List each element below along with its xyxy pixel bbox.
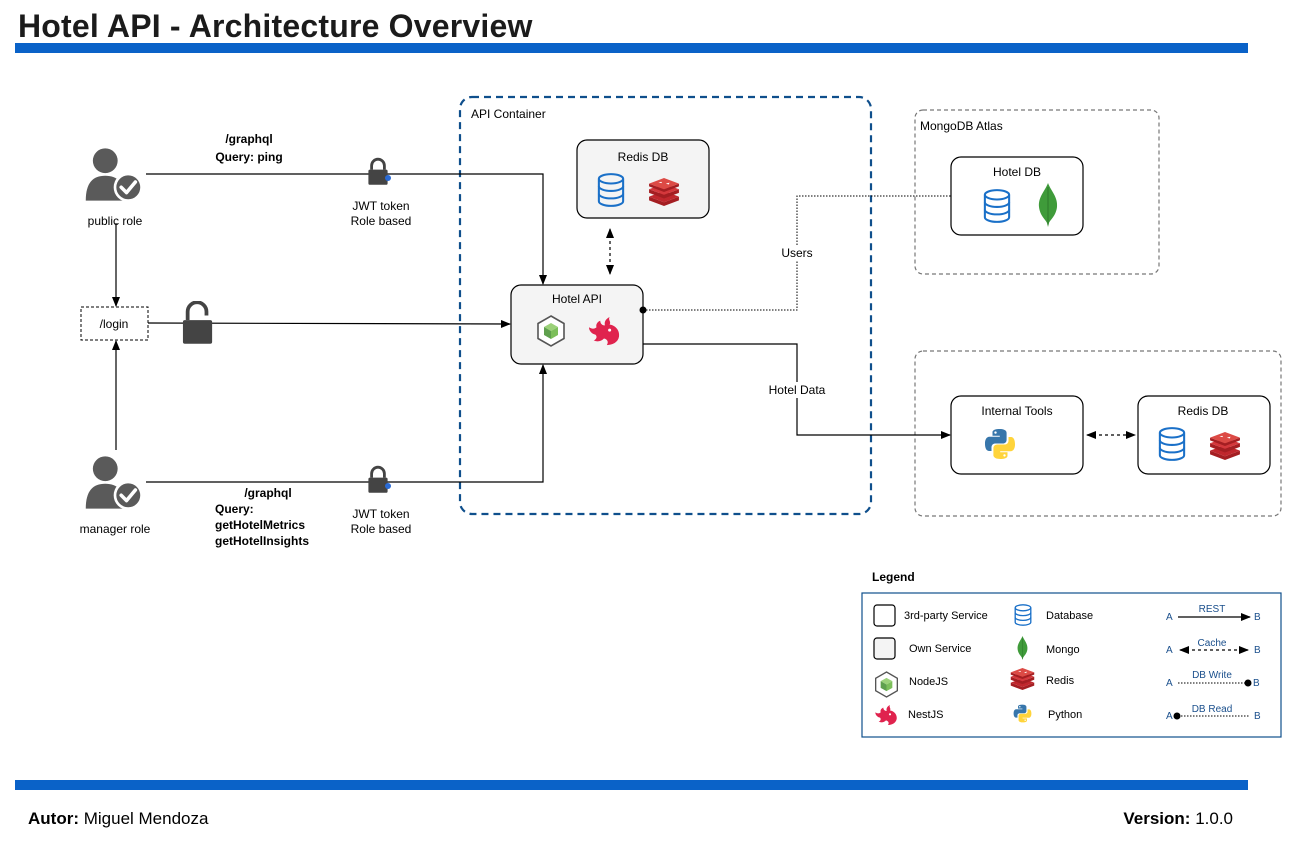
legend-b: B <box>1254 711 1261 722</box>
legend-db-write-label: DB Write <box>1192 670 1232 681</box>
lock-icon <box>366 157 390 187</box>
manager-graphql-label: /graphql <box>244 486 291 500</box>
redis-icon <box>1210 432 1240 460</box>
hotel-api-label: Hotel API <box>552 292 602 306</box>
legend-b: B <box>1254 612 1261 623</box>
users-label-bg <box>778 245 816 261</box>
public-role-label: public role <box>88 214 143 228</box>
manager-role-label: manager role <box>80 522 151 536</box>
legend-nodejs-label: NodeJS <box>909 676 948 688</box>
login-box <box>80 306 149 341</box>
redis-db-tools-label: Redis DB <box>1178 404 1229 418</box>
header-bar <box>15 43 1248 53</box>
legend-database-label: Database <box>1046 610 1093 622</box>
legend-cache-label: Cache <box>1198 638 1227 649</box>
open-lock-icon <box>182 301 214 345</box>
hotel-data-label-bg <box>764 382 830 398</box>
hotel-data-label: Hotel Data <box>769 383 826 397</box>
legend-a: A <box>1166 645 1173 656</box>
jwt-label-manager: JWT token <box>352 507 409 521</box>
legend-mongo-label: Mongo <box>1046 644 1080 656</box>
author-name: Miguel Mendoza <box>83 809 209 828</box>
legend-db-read-dot <box>1173 712 1181 720</box>
lock-icon <box>366 465 390 495</box>
internal-tools-label: Internal Tools <box>981 404 1052 418</box>
manager-query-insights: getHotelInsights <box>215 534 309 548</box>
legend-a: A <box>1166 711 1173 722</box>
edge-manager-api <box>146 364 547 483</box>
key-icon <box>385 175 391 181</box>
key-icon <box>385 483 391 489</box>
role-based-label-manager: Role based <box>351 522 412 536</box>
legend-b: B <box>1254 645 1261 656</box>
tools-container <box>914 350 1282 517</box>
mongodb-atlas-label: MongoDB Atlas <box>920 119 1003 133</box>
legend-own-service-label: Own Service <box>909 643 971 655</box>
version-value: 1.0.0 <box>1195 809 1233 828</box>
legend-rest-label: REST <box>1199 604 1226 615</box>
hotel-db-label: Hotel DB <box>993 165 1041 179</box>
jwt-label-public: JWT token <box>352 199 409 213</box>
nodejs-icon <box>537 315 565 347</box>
redis-icon <box>1010 668 1035 690</box>
footer-author: Autor: Miguel Mendoza <box>28 809 208 829</box>
role-based-label-public: Role based <box>351 214 412 228</box>
legend-redis-label: Redis <box>1046 675 1075 687</box>
internal-tools-box <box>950 395 1084 475</box>
manager-query-metrics: getHotelMetrics <box>215 518 305 532</box>
users-label: Users <box>781 246 812 260</box>
legend-title: Legend <box>872 570 915 584</box>
legend-third-party-label: 3rd-party Service <box>904 610 988 622</box>
legend-a: A <box>1166 678 1173 689</box>
version-label: Version: <box>1123 809 1191 828</box>
edge-public-api <box>146 173 547 285</box>
author-label: Autor: <box>28 809 79 828</box>
api-container <box>458 95 873 516</box>
api-container-label: API Container <box>471 107 546 121</box>
legend-db-read-label: DB Read <box>1192 704 1233 715</box>
public-role-icon <box>84 146 144 203</box>
legend-own-service-swatch <box>873 637 896 660</box>
legend-db-write-dot <box>1244 679 1252 687</box>
login-label: /login <box>100 317 129 331</box>
public-query-label: Query: ping <box>215 150 282 164</box>
footer-version: Version: 1.0.0 <box>1123 809 1233 829</box>
redis-db-api-label: Redis DB <box>618 150 669 164</box>
nodejs-icon <box>874 671 899 698</box>
db-read-dot <box>639 306 647 314</box>
legend-python-label: Python <box>1048 709 1082 721</box>
legend-a: A <box>1166 612 1173 623</box>
public-graphql-label: /graphql <box>225 132 272 146</box>
legend-nestjs-label: NestJS <box>908 709 943 721</box>
legend-b: B <box>1253 678 1260 689</box>
redis-icon <box>649 178 679 206</box>
footer-bar <box>15 780 1248 790</box>
mongodb-atlas-container <box>914 109 1160 275</box>
legend-third-party-swatch <box>873 604 896 627</box>
manager-query-label: Query: <box>215 502 254 516</box>
page-title: Hotel API - Architecture Overview <box>18 8 533 44</box>
manager-role-icon <box>84 454 144 511</box>
